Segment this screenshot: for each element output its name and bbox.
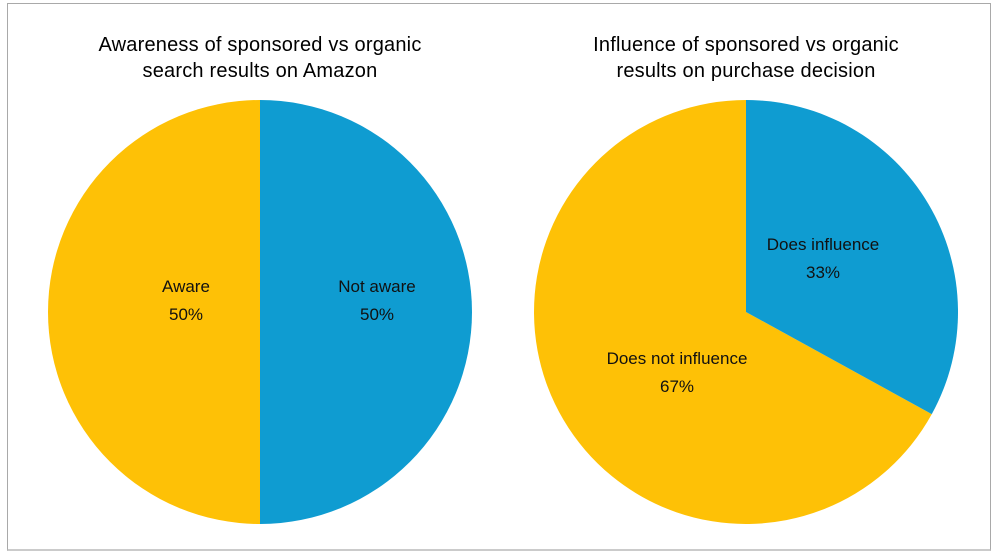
slide-frame: Awareness of sponsored vs organic search… xyxy=(7,3,991,551)
chart-title-awareness: Awareness of sponsored vs organic search… xyxy=(40,32,480,84)
slice-label-aware: Aware 50% xyxy=(116,273,256,329)
pie-slice-does-influence xyxy=(746,100,958,415)
slice-label-not-aware: Not aware 50% xyxy=(307,273,447,329)
pie-slice-does-not-influence xyxy=(534,100,932,524)
slice-label-text: Aware xyxy=(162,277,210,296)
chart-title-line1: Influence of sponsored vs organic xyxy=(593,34,899,56)
chart-title-line1: Awareness of sponsored vs organic xyxy=(98,34,422,56)
slice-label-does-influence: Does influence 33% xyxy=(743,231,903,287)
pie-chart-awareness xyxy=(48,100,472,524)
slice-label-text: Does not influence xyxy=(606,349,748,368)
slice-label-text: Not aware xyxy=(338,277,416,296)
slice-label-percent: 67% xyxy=(659,377,695,396)
pie-chart-influence xyxy=(534,100,958,524)
chart-title-line2: results on purchase decision xyxy=(616,60,876,82)
slice-label-percent: 33% xyxy=(805,263,841,282)
slice-label-does-not-influence: Does not influence 67% xyxy=(587,345,767,401)
slice-label-percent: 50% xyxy=(168,305,204,324)
slice-label-text: Does influence xyxy=(766,235,880,254)
pie-slice-aware xyxy=(48,100,260,524)
pie-slice-not-aware xyxy=(260,100,472,524)
slice-label-percent: 50% xyxy=(359,305,395,324)
chart-title-influence: Influence of sponsored vs organic result… xyxy=(526,32,966,84)
chart-title-line2: search results on Amazon xyxy=(142,60,378,82)
